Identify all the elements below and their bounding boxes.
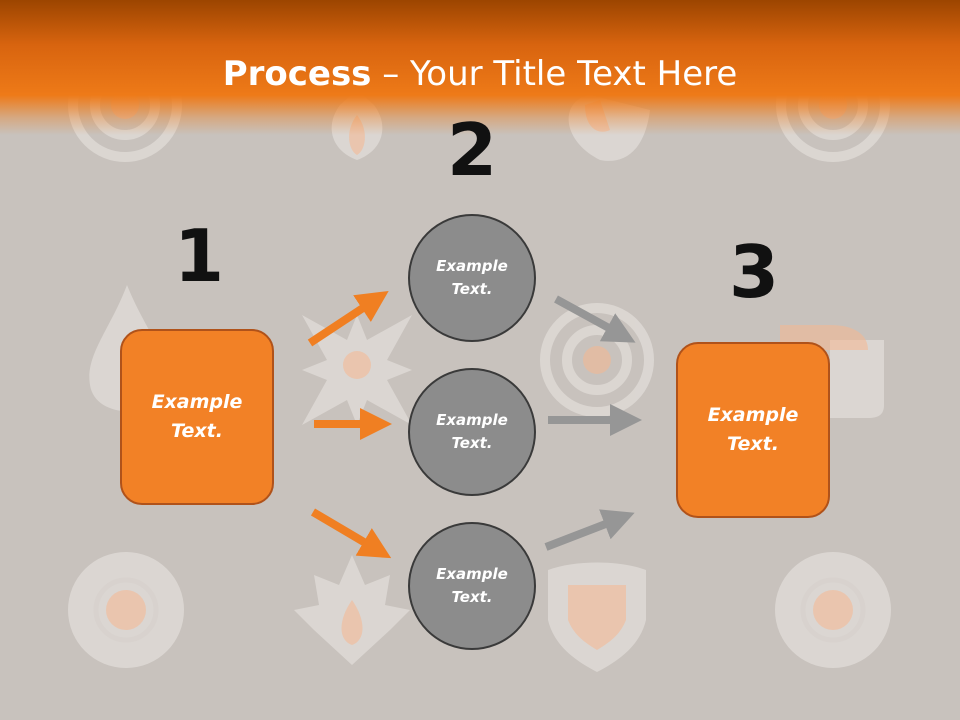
slide-title: Process – Your Title Text Here — [0, 52, 960, 96]
step-2-text-middle: Example Text. — [436, 411, 508, 452]
step-2-circle-middle: Example Text. — [408, 368, 536, 496]
arrow-down-right-icon — [310, 508, 392, 559]
title-rest: – Your Title Text Here — [371, 54, 738, 94]
title-bold: Process — [222, 54, 372, 94]
step-number-2: 2 — [446, 108, 498, 192]
leaf-block-ornament-icon — [830, 340, 884, 418]
step-1-box: Example Text. — [120, 329, 274, 505]
step-2-circle-top: Example Text. — [408, 214, 536, 342]
title-bar — [0, 0, 960, 135]
arrow-down-right-gray-icon — [554, 295, 636, 343]
step-2-text-top: Example Text. — [436, 257, 508, 298]
step-2-text-bottom: Example Text. — [436, 565, 508, 606]
step-1-text: Example Text. — [151, 391, 243, 442]
arrow-up-right-gray-icon — [544, 509, 635, 551]
step-2-circle-bottom: Example Text. — [408, 522, 536, 650]
step-3-text: Example Text. — [707, 404, 799, 455]
step-3-box: Example Text. — [676, 342, 830, 518]
step-number-1: 1 — [173, 214, 225, 298]
gear-ornament-icon — [540, 303, 654, 417]
step-number-3: 3 — [728, 230, 780, 314]
arrow-up-right-icon — [307, 290, 389, 347]
